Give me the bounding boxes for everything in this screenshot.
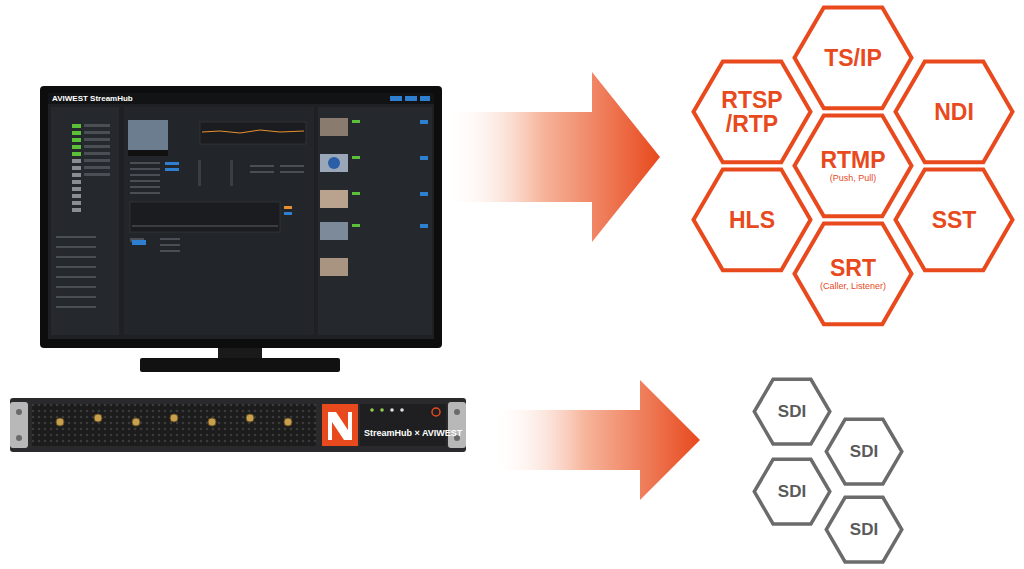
protocol-hexagon: SDI bbox=[752, 377, 832, 446]
protocol-name: SDI bbox=[778, 403, 806, 421]
protocol-mode: (Caller, Listener) bbox=[820, 282, 886, 291]
protocol-name: SST bbox=[932, 208, 977, 232]
protocol-hexagon: SST bbox=[893, 167, 1015, 273]
protocol-hexagon: TS/IP bbox=[792, 5, 914, 111]
protocol-name: RTMP bbox=[820, 148, 885, 172]
protocol-name: SDI bbox=[850, 443, 878, 461]
protocol-hexagon: SDI bbox=[824, 417, 904, 486]
protocol-name: SDI bbox=[850, 521, 878, 539]
protocol-name: SDI bbox=[778, 483, 806, 501]
protocol-hexagon: RTSP /RTP bbox=[691, 59, 813, 165]
streamhub-unit bbox=[10, 398, 466, 452]
protocol-mode: (Push, Pull) bbox=[830, 174, 877, 183]
flow-arrow bbox=[490, 380, 700, 500]
flow-arrow bbox=[445, 72, 660, 242]
screen-brand: AVIWEST StreamHub bbox=[52, 94, 133, 103]
protocol-name: NDI bbox=[934, 100, 974, 124]
protocol-name: SRT bbox=[830, 256, 876, 280]
protocol-hexagon: HLS bbox=[691, 167, 813, 273]
device-brand: StreamHub × AVIWEST bbox=[364, 428, 462, 438]
protocol-hexagon: NDI bbox=[893, 59, 1015, 165]
protocol-name: HLS bbox=[729, 208, 775, 232]
protocol-hexagon: RTMP (Push, Pull) bbox=[792, 113, 914, 219]
protocol-hexagon: SDI bbox=[824, 495, 904, 564]
protocol-name: TS/IP bbox=[824, 46, 882, 70]
protocol-name: RTSP /RTP bbox=[719, 88, 785, 136]
monitor bbox=[40, 86, 442, 372]
protocol-hexagon: SRT (Caller, Listener) bbox=[792, 221, 914, 327]
protocol-hexagon: SDI bbox=[752, 457, 832, 526]
